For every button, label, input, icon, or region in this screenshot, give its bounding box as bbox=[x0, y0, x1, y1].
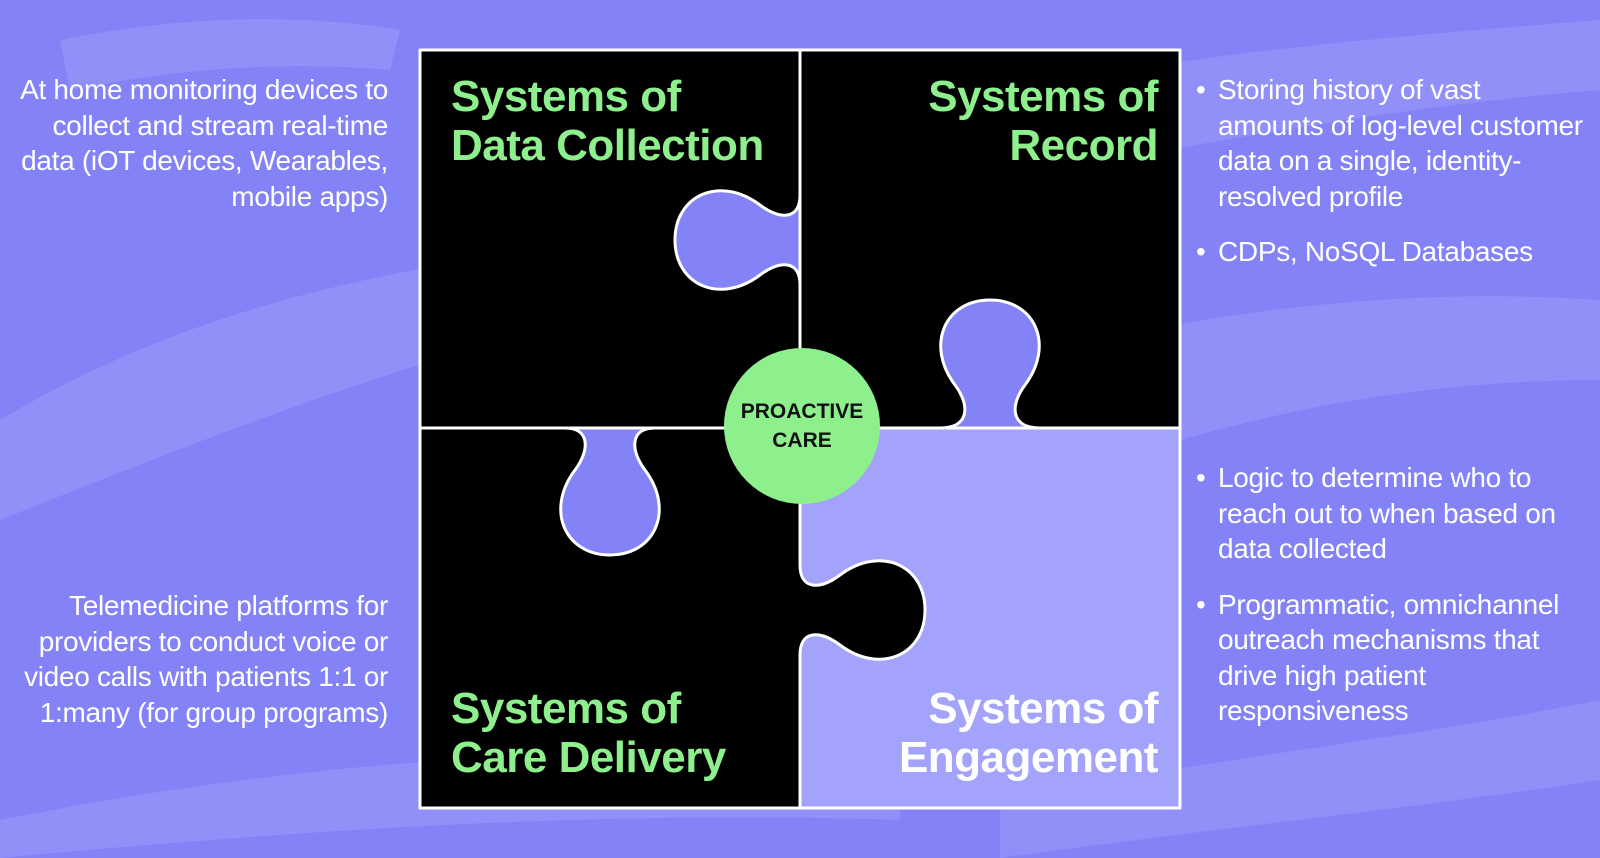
title-line: Data Collection bbox=[451, 121, 764, 170]
annotation-record-list: Storing history of vast amounts of log-l… bbox=[1196, 72, 1586, 270]
annotation-data-collection-text: At home monitoring devices to collect an… bbox=[20, 74, 388, 212]
title-care-delivery: Systems of Care Delivery bbox=[451, 684, 726, 782]
title-line: Systems of bbox=[928, 72, 1158, 121]
title-record: Systems of Record bbox=[928, 72, 1158, 170]
title-line: Systems of bbox=[451, 72, 681, 121]
annotation-engagement-list: Logic to determine who to reach out to w… bbox=[1196, 460, 1586, 729]
center-circle bbox=[724, 348, 880, 504]
title-line: Record bbox=[1009, 121, 1158, 170]
piece-record bbox=[798, 48, 1182, 430]
center-label: PROACTIVE CARE bbox=[726, 350, 878, 502]
piece-care-delivery bbox=[418, 426, 927, 810]
center-label-line: PROACTIVE bbox=[740, 400, 864, 423]
list-item: CDPs, NoSQL Databases bbox=[1196, 234, 1586, 270]
annotation-care-delivery-text: Telemedicine platforms for providers to … bbox=[24, 590, 388, 728]
list-item: Storing history of vast amounts of log-l… bbox=[1196, 72, 1586, 214]
title-line: Engagement bbox=[898, 733, 1159, 782]
title-engagement: Systems of Engagement bbox=[898, 684, 1159, 782]
list-item: Logic to determine who to reach out to w… bbox=[1196, 460, 1586, 567]
annotation-data-collection: At home monitoring devices to collect an… bbox=[20, 72, 388, 214]
annotation-engagement: Logic to determine who to reach out to w… bbox=[1196, 460, 1586, 749]
list-item: Programmatic, omnichannel outreach mecha… bbox=[1196, 587, 1586, 729]
title-line: Systems of bbox=[451, 684, 681, 733]
center-label-line: CARE bbox=[772, 429, 832, 452]
annotation-care-delivery: Telemedicine platforms for providers to … bbox=[20, 588, 388, 730]
title-line: Care Delivery bbox=[451, 733, 726, 782]
title-line: Systems of bbox=[928, 684, 1158, 733]
piece-data-collection bbox=[418, 48, 802, 430]
title-data-collection: Systems of Data Collection bbox=[451, 72, 764, 170]
annotation-record: Storing history of vast amounts of log-l… bbox=[1196, 72, 1586, 290]
